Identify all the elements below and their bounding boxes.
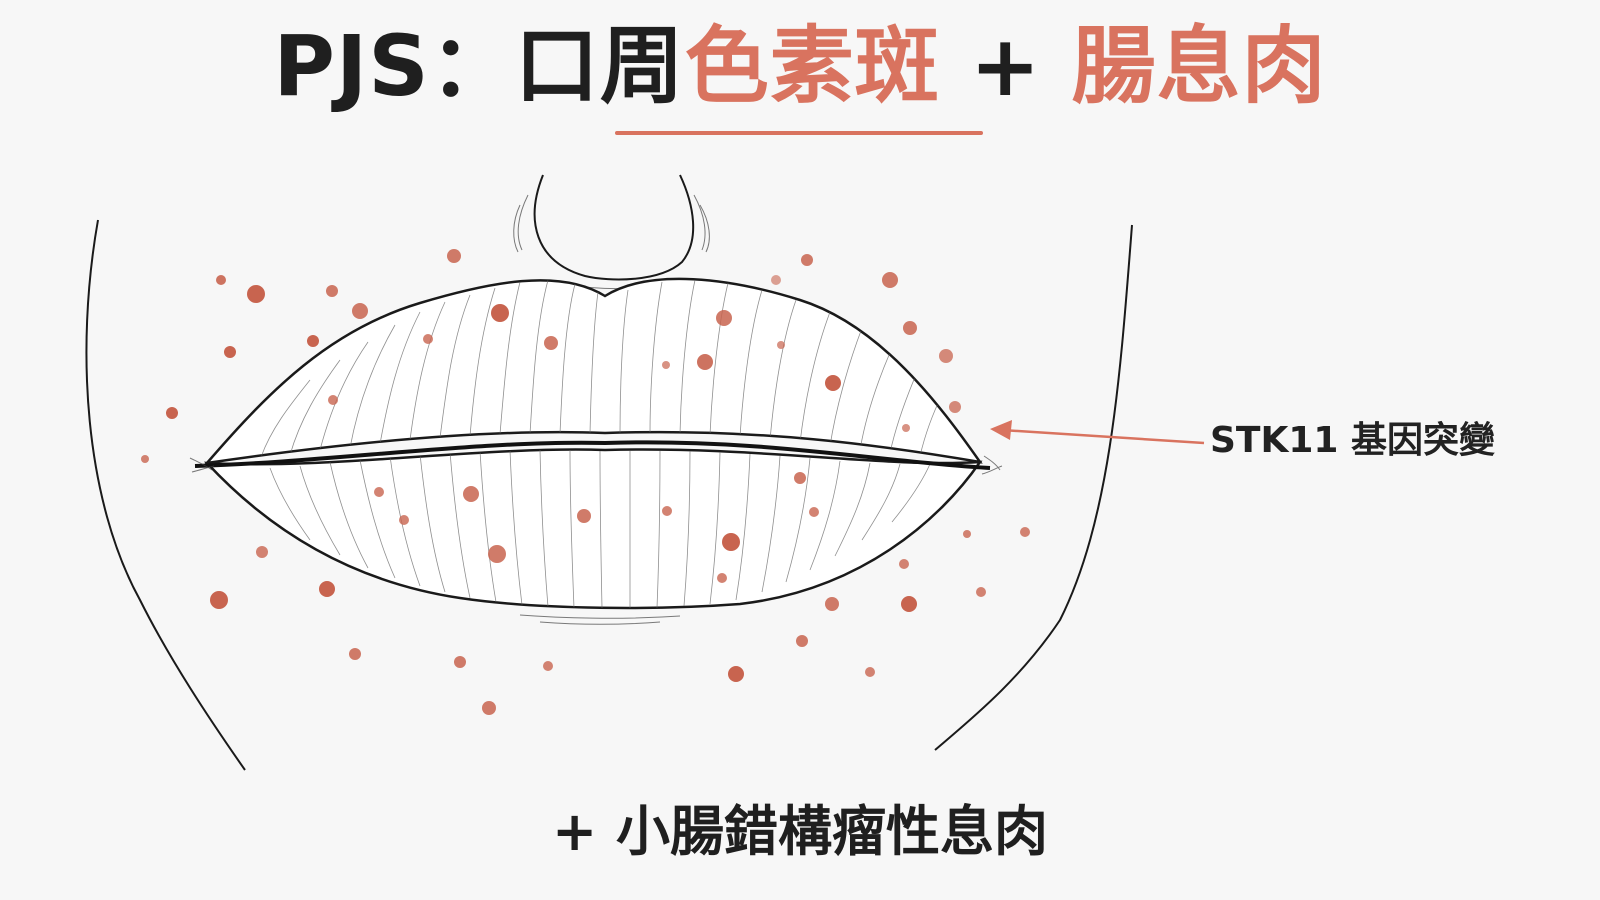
pigment-spot [349, 648, 361, 660]
face-contour-left [85, 219, 246, 771]
pigment-spot [491, 304, 509, 322]
nose-shading [513, 194, 710, 290]
pigment-spot [825, 597, 839, 611]
callout-label-stk11: STK11 基因突變 [1210, 420, 1496, 461]
pigment-spot [307, 335, 319, 347]
face-contour-right [934, 224, 1133, 751]
pigment-spot [247, 285, 265, 303]
pigment-spot [801, 254, 813, 266]
pigment-spot [141, 455, 149, 463]
pigment-spot [796, 635, 808, 647]
pigment-spot [328, 395, 338, 405]
title-highlight-polyp: 腸息肉 [1071, 17, 1327, 115]
pigment-spot [352, 303, 368, 319]
pigment-spot [662, 506, 672, 516]
pigment-spot [809, 507, 819, 517]
pigment-spot [256, 546, 268, 558]
pigment-spot [544, 336, 558, 350]
pigment-spot [771, 275, 781, 285]
pigment-spot [882, 272, 898, 288]
pigment-spot [488, 545, 506, 563]
footer-note: + 小腸錯構瘤性息肉 [551, 800, 1049, 863]
pigment-spot [482, 701, 496, 715]
upper-lip [203, 277, 983, 465]
title-prefix: PJS：口周 [273, 17, 685, 115]
pigment-spot [901, 596, 917, 612]
callout-arrow-head [990, 420, 1012, 440]
pigment-spot [902, 424, 910, 432]
pigment-spot [166, 407, 178, 419]
pigment-spot [717, 573, 727, 583]
pigment-spot [447, 249, 461, 263]
pigment-spot [722, 533, 740, 551]
pigment-spot [210, 591, 228, 609]
pigment-spot [825, 375, 841, 391]
pigment-spot [423, 334, 433, 344]
pigment-spot [949, 401, 961, 413]
title-joiner: + [939, 17, 1072, 115]
title-highlight-pigment: 色素斑 [684, 17, 940, 115]
pigment-spot [865, 667, 875, 677]
mouth-line [194, 440, 991, 470]
pigment-spot [1020, 527, 1030, 537]
callout-arrow-line [1001, 428, 1205, 445]
pigment-spot [963, 530, 971, 538]
pigment-spot [454, 656, 466, 668]
pigment-spot [903, 321, 917, 335]
title: PJS：口周色素斑 + 腸息肉 [0, 18, 1600, 115]
pigment-spot [794, 472, 806, 484]
nose-contour [533, 174, 695, 281]
pigment-spot [939, 349, 953, 363]
pigment-spot [577, 509, 591, 523]
pigment-spots [141, 249, 1030, 715]
pigment-spot [728, 666, 744, 682]
pigment-spot [224, 346, 236, 358]
pigment-spot [543, 661, 553, 671]
pigment-spot [697, 354, 713, 370]
pigment-spot [662, 361, 670, 369]
pigment-spot [777, 341, 785, 349]
pigment-spot [463, 486, 479, 502]
pigment-spot [976, 587, 986, 597]
pigment-spot [899, 559, 909, 569]
title-underline [615, 131, 983, 135]
lower-lip [203, 448, 983, 610]
pigment-spot [374, 487, 384, 497]
pigment-spot [216, 275, 226, 285]
pigment-spot [399, 515, 409, 525]
pigment-spot [716, 310, 732, 326]
pigment-spot [319, 581, 335, 597]
pigment-spot [326, 285, 338, 297]
